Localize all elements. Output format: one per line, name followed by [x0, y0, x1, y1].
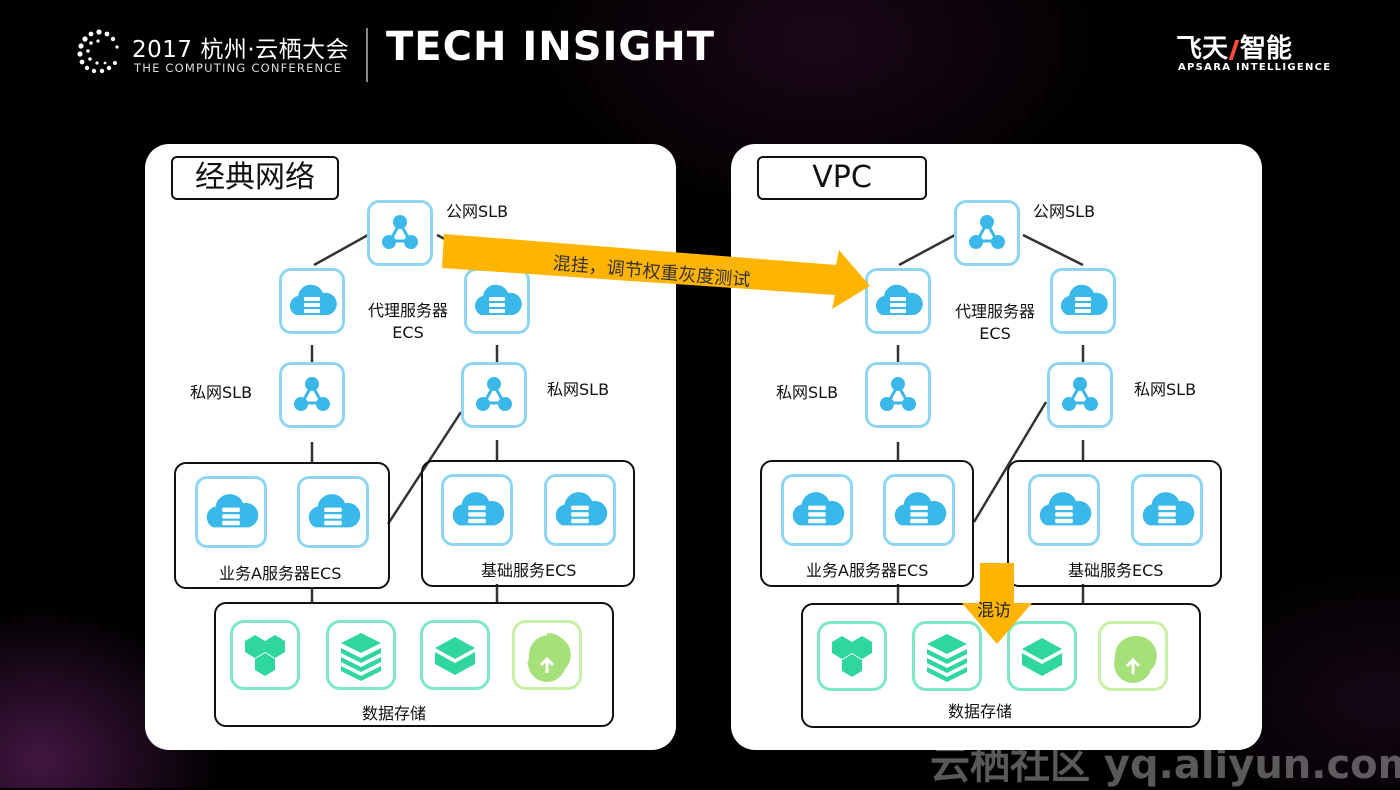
vpc-biz-group-label: 业务A服务器ECS	[806, 561, 929, 580]
vpc-proxy-ecs-left-node[interactable]	[865, 268, 931, 334]
slb-icon	[969, 215, 1005, 249]
vpc-biz-ecs-node-1[interactable]	[781, 474, 853, 546]
vpc-proxy-label-line1: 代理服务器	[954, 302, 1035, 321]
vpc-private-slb-right-label: 私网SLB	[1134, 380, 1197, 399]
oss-icon	[1114, 635, 1157, 683]
ecs-cloud-icon	[452, 492, 505, 526]
table-store-icon	[832, 636, 872, 677]
mixed-mount-arrow	[442, 234, 870, 309]
mixed-access-arrow	[962, 563, 1032, 644]
vpc-oss-node[interactable]	[1098, 621, 1168, 691]
slb-icon	[880, 377, 916, 411]
brand-right: 智能	[1240, 34, 1293, 64]
data-storage-group	[214, 602, 614, 727]
vpc-public-slb-label: 公网SLB	[1033, 202, 1096, 221]
ecs-cloud-icon	[474, 284, 522, 315]
storage-group-label: 数据存储	[362, 704, 427, 723]
biz-ecs-node-2[interactable]	[297, 476, 369, 548]
kvstore-node[interactable]	[420, 620, 490, 690]
vpc-base-service-group	[1007, 460, 1222, 587]
biz-server-group	[174, 462, 390, 589]
rds-node[interactable]	[326, 620, 396, 690]
base-group-label: 基础服务ECS	[481, 561, 577, 580]
base-ecs-node-2[interactable]	[544, 474, 616, 546]
base-service-group	[421, 460, 635, 587]
base-ecs-node-1[interactable]	[441, 474, 513, 546]
proxy-ecs-right-node[interactable]	[464, 268, 530, 334]
ecs-cloud-icon	[894, 492, 947, 526]
rds-stack-icon	[927, 634, 967, 682]
vpc-proxy-ecs-right-node[interactable]	[1050, 268, 1116, 334]
classic-panel-title: 经典网络	[171, 156, 339, 200]
ecs-cloud-icon	[792, 492, 845, 526]
ecs-cloud-icon	[308, 494, 361, 528]
proxy-ecs-left-node[interactable]	[279, 268, 345, 334]
vpc-private-slb-right-node[interactable]	[1047, 362, 1113, 428]
rds-stack-icon	[341, 633, 381, 681]
ecs-cloud-icon	[289, 284, 337, 315]
vpc-private-slb-left-label: 私网SLB	[776, 383, 839, 402]
vpc-table-store-node[interactable]	[817, 621, 887, 691]
computing-conference-logo-icon	[77, 29, 119, 74]
mixed-access-label: 混访	[977, 601, 1011, 621]
vpc-base-ecs-node-2[interactable]	[1131, 474, 1203, 546]
ecs-cloud-icon	[206, 494, 259, 528]
vpc-private-slb-left-node[interactable]	[865, 362, 931, 428]
vpc-proxy-label-line2: ECS	[979, 324, 1011, 343]
table-store-icon	[245, 635, 285, 676]
table-store-node[interactable]	[230, 620, 300, 690]
ecs-cloud-icon	[555, 492, 608, 526]
proxy-label-line1: 代理服务器	[367, 301, 448, 320]
biz-ecs-node-1[interactable]	[195, 476, 267, 548]
brand-logo: 飞天智能	[1176, 28, 1292, 65]
private-slb-left-label: 私网SLB	[190, 383, 253, 402]
vpc-base-ecs-node-1[interactable]	[1028, 474, 1100, 546]
vpc-public-slb-node[interactable]	[954, 200, 1020, 266]
proxy-label-line2: ECS	[392, 323, 424, 342]
public-slb-label: 公网SLB	[446, 202, 509, 221]
ecs-cloud-icon	[1060, 284, 1108, 315]
brand-left: 飞天	[1176, 34, 1229, 64]
vpc-rds-node[interactable]	[912, 621, 982, 691]
oss-icon	[527, 632, 571, 682]
kvstore-icon	[1022, 638, 1062, 676]
vpc-biz-server-group	[760, 460, 974, 587]
slb-icon	[476, 377, 512, 411]
slb-icon	[294, 377, 330, 411]
kvstore-icon	[435, 637, 475, 675]
biz-group-label: 业务A服务器ECS	[219, 564, 342, 583]
private-slb-left-node[interactable]	[279, 362, 345, 428]
vpc-panel-title: VPC	[757, 156, 927, 200]
vpc-kvstore-node[interactable]	[1007, 621, 1077, 691]
conference-title: 2017 杭州·云栖大会	[132, 37, 350, 63]
vpc-biz-ecs-node-2[interactable]	[883, 474, 955, 546]
series-title: TECH INSIGHT	[386, 24, 716, 70]
public-slb-node[interactable]	[367, 200, 433, 266]
vpc-storage-group-label: 数据存储	[948, 702, 1013, 721]
ecs-cloud-icon	[1039, 492, 1092, 526]
slb-icon	[382, 215, 418, 249]
brand-subtitle: APSARA INTELLIGENCE	[1178, 62, 1332, 73]
oss-node[interactable]	[512, 620, 582, 690]
ecs-cloud-icon	[1142, 492, 1195, 526]
ecs-cloud-icon	[875, 284, 923, 315]
watermark: 云栖社区 yq.aliyun.com	[930, 742, 1400, 788]
private-slb-right-node[interactable]	[461, 362, 527, 428]
conference-subtitle: THE COMPUTING CONFERENCE	[134, 61, 343, 75]
slb-icon	[1062, 377, 1098, 411]
vpc-base-group-label: 基础服务ECS	[1068, 561, 1164, 580]
private-slb-right-label: 私网SLB	[547, 380, 610, 399]
header-divider	[366, 28, 368, 82]
